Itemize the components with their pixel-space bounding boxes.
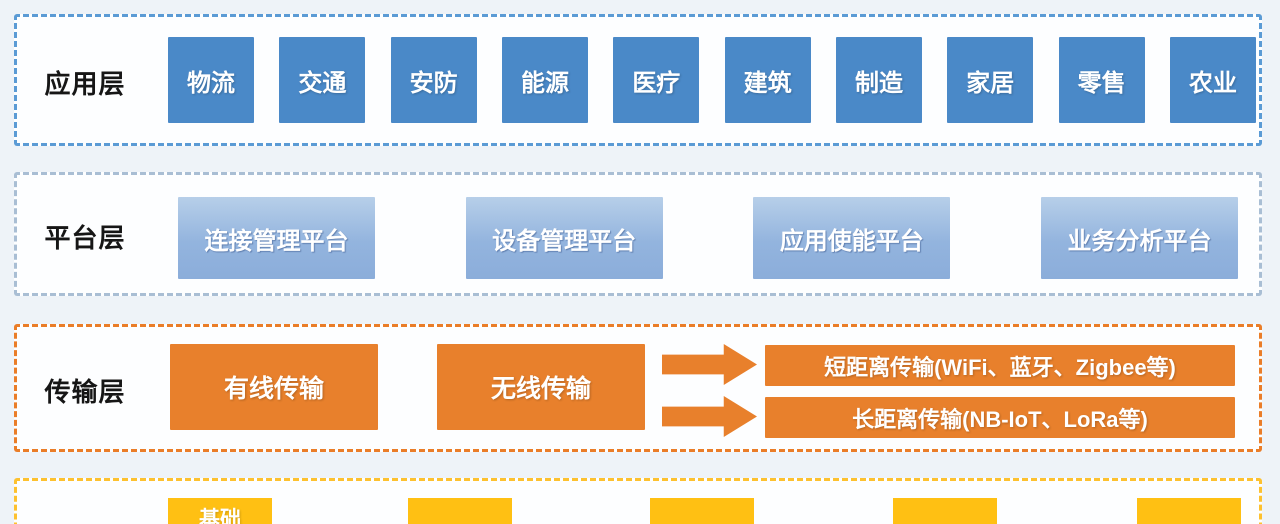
app-box-medical: 医疗 <box>613 37 700 123</box>
application-layer-label: 应用层 <box>44 69 126 99</box>
wireless-transmission-box: 无线传输 <box>437 344 645 430</box>
app-box-agriculture: 农业 <box>1169 37 1256 123</box>
foundation-box-5 <box>1137 498 1241 524</box>
app-box-energy: 能源 <box>501 37 588 123</box>
foundation-box-3 <box>650 498 754 524</box>
platform-box-enablement: 应用使能平台 <box>753 197 951 279</box>
app-box-transport: 交通 <box>279 37 366 123</box>
foundation-box-1: 基础 <box>168 498 272 524</box>
short-range-transmission-bar: 短距离传输(WiFi、蓝牙、Zigbee等) <box>765 345 1235 386</box>
app-box-construction: 建筑 <box>724 37 811 123</box>
app-box-security: 安防 <box>390 37 477 123</box>
platform-boxes-row: 连接管理平台 设备管理平台 应用使能平台 业务分析平台 <box>178 197 1238 279</box>
platform-box-analytics: 业务分析平台 <box>1040 197 1238 279</box>
app-box-logistics: 物流 <box>168 37 254 123</box>
app-box-retail: 零售 <box>1058 37 1145 123</box>
app-box-manufacturing: 制造 <box>835 37 922 123</box>
platform-box-connection: 连接管理平台 <box>178 197 375 279</box>
foundation-box-4 <box>893 498 997 524</box>
transmission-layer-label: 传输层 <box>44 377 126 407</box>
wired-transmission-box: 有线传输 <box>170 344 378 430</box>
platform-box-device: 设备管理平台 <box>465 197 663 279</box>
application-boxes-row: 物流 交通 安防 能源 医疗 建筑 制造 家居 零售 农业 <box>168 37 1256 123</box>
foundation-box-2 <box>408 498 512 524</box>
app-box-home: 家居 <box>947 37 1034 123</box>
long-range-transmission-bar: 长距离传输(NB-IoT、LoRa等) <box>765 397 1235 438</box>
platform-layer-label: 平台层 <box>44 223 126 253</box>
